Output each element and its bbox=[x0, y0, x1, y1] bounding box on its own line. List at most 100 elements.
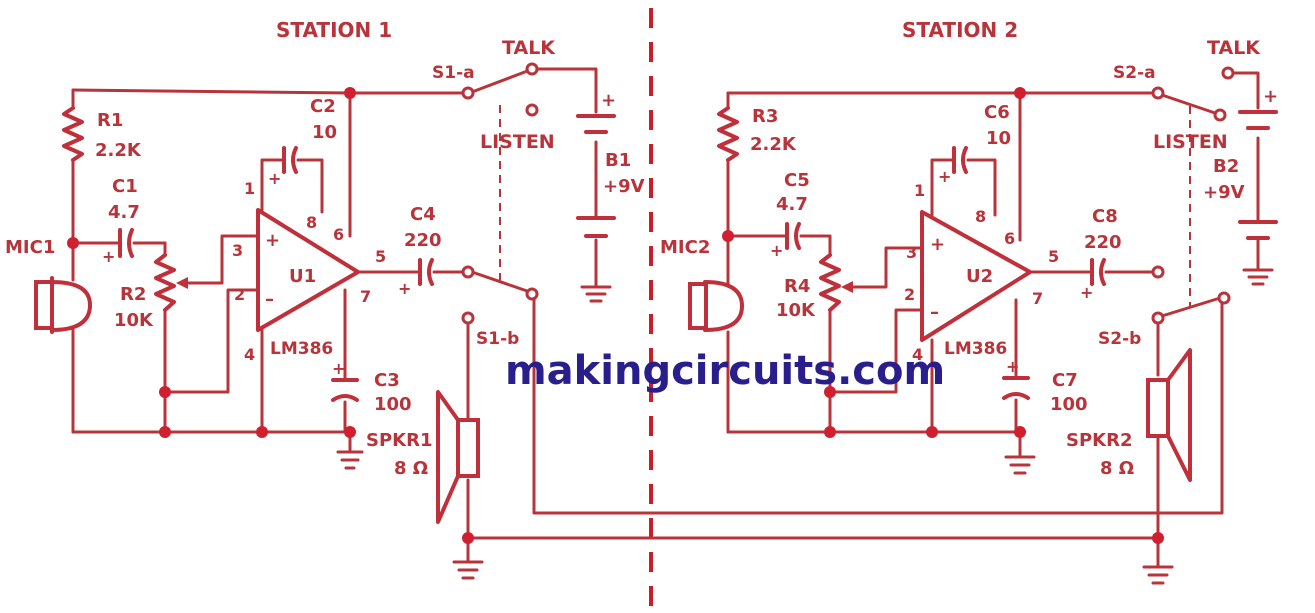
c3-label: C3 bbox=[374, 370, 400, 391]
r4-potentiometer bbox=[819, 253, 853, 312]
c2-capacitor bbox=[282, 146, 298, 174]
b1-label: B1 bbox=[605, 150, 631, 171]
c3-plus: + bbox=[332, 359, 345, 378]
b1-plus: + bbox=[601, 90, 616, 111]
c7-plus: + bbox=[1006, 357, 1019, 376]
c8-plus: + bbox=[1080, 283, 1093, 302]
r3-value: 2.2K bbox=[750, 134, 797, 155]
mic2-label: MIC2 bbox=[660, 237, 710, 258]
u2-pin6: 6 bbox=[1004, 229, 1015, 248]
s2-listen-label: LISTEN bbox=[1153, 131, 1228, 153]
b1-battery bbox=[576, 114, 616, 238]
s1a-common-contact bbox=[461, 86, 475, 100]
u2-pin1: 1 bbox=[914, 181, 925, 200]
r2-value: 10K bbox=[114, 310, 154, 331]
c2-label: C2 bbox=[310, 96, 336, 117]
r2-label: R2 bbox=[120, 284, 146, 305]
s2a-talk-contact bbox=[1221, 66, 1235, 80]
spkr1-label: SPKR1 bbox=[366, 430, 433, 451]
station1-nodes bbox=[67, 87, 474, 544]
r2-potentiometer bbox=[154, 253, 188, 312]
c8-capacitor bbox=[1090, 258, 1106, 286]
s2b-listen-contact bbox=[1217, 291, 1231, 305]
u2-plus: + bbox=[930, 234, 945, 255]
c8-value: 220 bbox=[1084, 232, 1122, 253]
u1-pin1: 1 bbox=[244, 179, 255, 198]
s2a-common-contact bbox=[1151, 86, 1165, 100]
c4-plus: + bbox=[398, 279, 411, 298]
c1-label: C1 bbox=[112, 176, 138, 197]
u2-part: LM386 bbox=[944, 339, 1007, 359]
b2-battery bbox=[1238, 110, 1278, 240]
c2-value: 10 bbox=[312, 122, 337, 143]
c1-plus: + bbox=[102, 247, 115, 266]
c3-capacitor bbox=[331, 378, 359, 402]
u1-part: LM386 bbox=[270, 339, 333, 359]
c8-label: C8 bbox=[1092, 206, 1118, 227]
c5-label: C5 bbox=[784, 170, 810, 191]
u1-pin5: 5 bbox=[375, 247, 386, 266]
u1-pin2: 2 bbox=[234, 285, 245, 304]
u2-pin3: 3 bbox=[906, 243, 917, 262]
c7-capacitor bbox=[1002, 376, 1030, 400]
u1-lm386-amplifier bbox=[256, 208, 360, 332]
u1-pin3: 3 bbox=[232, 241, 243, 260]
s1a-label: S1-a bbox=[432, 63, 475, 83]
r1-resistor bbox=[62, 106, 84, 162]
u2-pin2: 2 bbox=[904, 285, 915, 304]
ground-icon bbox=[580, 285, 612, 303]
r3-label: R3 bbox=[752, 106, 778, 127]
spkr2-speaker bbox=[1146, 348, 1192, 482]
c4-value: 220 bbox=[404, 230, 442, 251]
u1-pin7: 7 bbox=[360, 287, 371, 306]
s1a-talk-contact bbox=[525, 62, 539, 76]
ground-icon bbox=[1242, 268, 1274, 286]
ground-icon bbox=[1004, 455, 1036, 475]
u1-plus: + bbox=[265, 230, 280, 251]
c5-capacitor bbox=[785, 222, 801, 250]
c6-label: C6 bbox=[984, 102, 1010, 123]
r4-label: R4 bbox=[784, 276, 810, 297]
u2-lm386-amplifier bbox=[920, 210, 1032, 342]
ground-icon bbox=[336, 450, 364, 470]
u1-pin6: 6 bbox=[333, 225, 344, 244]
b2-value: +9V bbox=[1203, 182, 1245, 203]
u2-pin5: 5 bbox=[1048, 247, 1059, 266]
s1b-label: S1-b bbox=[476, 329, 519, 349]
b1-value: +9V bbox=[603, 176, 645, 197]
r4-value: 10K bbox=[776, 300, 816, 321]
c6-plus: + bbox=[938, 167, 951, 186]
c6-capacitor bbox=[952, 146, 968, 174]
u2-pin7: 7 bbox=[1032, 289, 1043, 308]
s1b-talk-contact bbox=[525, 287, 539, 301]
watermark-text: makingcircuits.com bbox=[505, 348, 945, 394]
mic1-microphone bbox=[34, 276, 92, 334]
mic2-microphone bbox=[688, 280, 744, 332]
ground-icon bbox=[452, 560, 484, 580]
s2b-common-contact bbox=[1151, 311, 1165, 325]
spkr1-speaker bbox=[436, 378, 480, 524]
spkr2-value: 8 Ω bbox=[1100, 458, 1134, 479]
s1-listen-label: LISTEN bbox=[480, 131, 555, 153]
s2-talk-label: TALK bbox=[1207, 37, 1261, 59]
u2-minus: – bbox=[930, 302, 939, 323]
station2-wiring bbox=[726, 71, 1260, 567]
c3-value: 100 bbox=[374, 394, 412, 415]
c5-plus: + bbox=[770, 241, 783, 260]
b2-plus: + bbox=[1263, 86, 1278, 107]
r3-resistor bbox=[717, 106, 739, 162]
s2a-listen-contact bbox=[1213, 108, 1227, 122]
u1-pin4: 4 bbox=[244, 345, 255, 364]
b2-label: B2 bbox=[1213, 156, 1239, 177]
station1-wiring bbox=[71, 67, 1224, 562]
c2-plus: + bbox=[268, 169, 281, 188]
s1a-listen-contact bbox=[525, 103, 539, 117]
ground-icon bbox=[1142, 565, 1174, 585]
c7-label: C7 bbox=[1052, 370, 1078, 391]
r1-label: R1 bbox=[97, 110, 123, 131]
s1b-listen-contact bbox=[461, 311, 475, 325]
u2-pin4: 4 bbox=[912, 345, 923, 364]
mic1-label: MIC1 bbox=[5, 237, 55, 258]
